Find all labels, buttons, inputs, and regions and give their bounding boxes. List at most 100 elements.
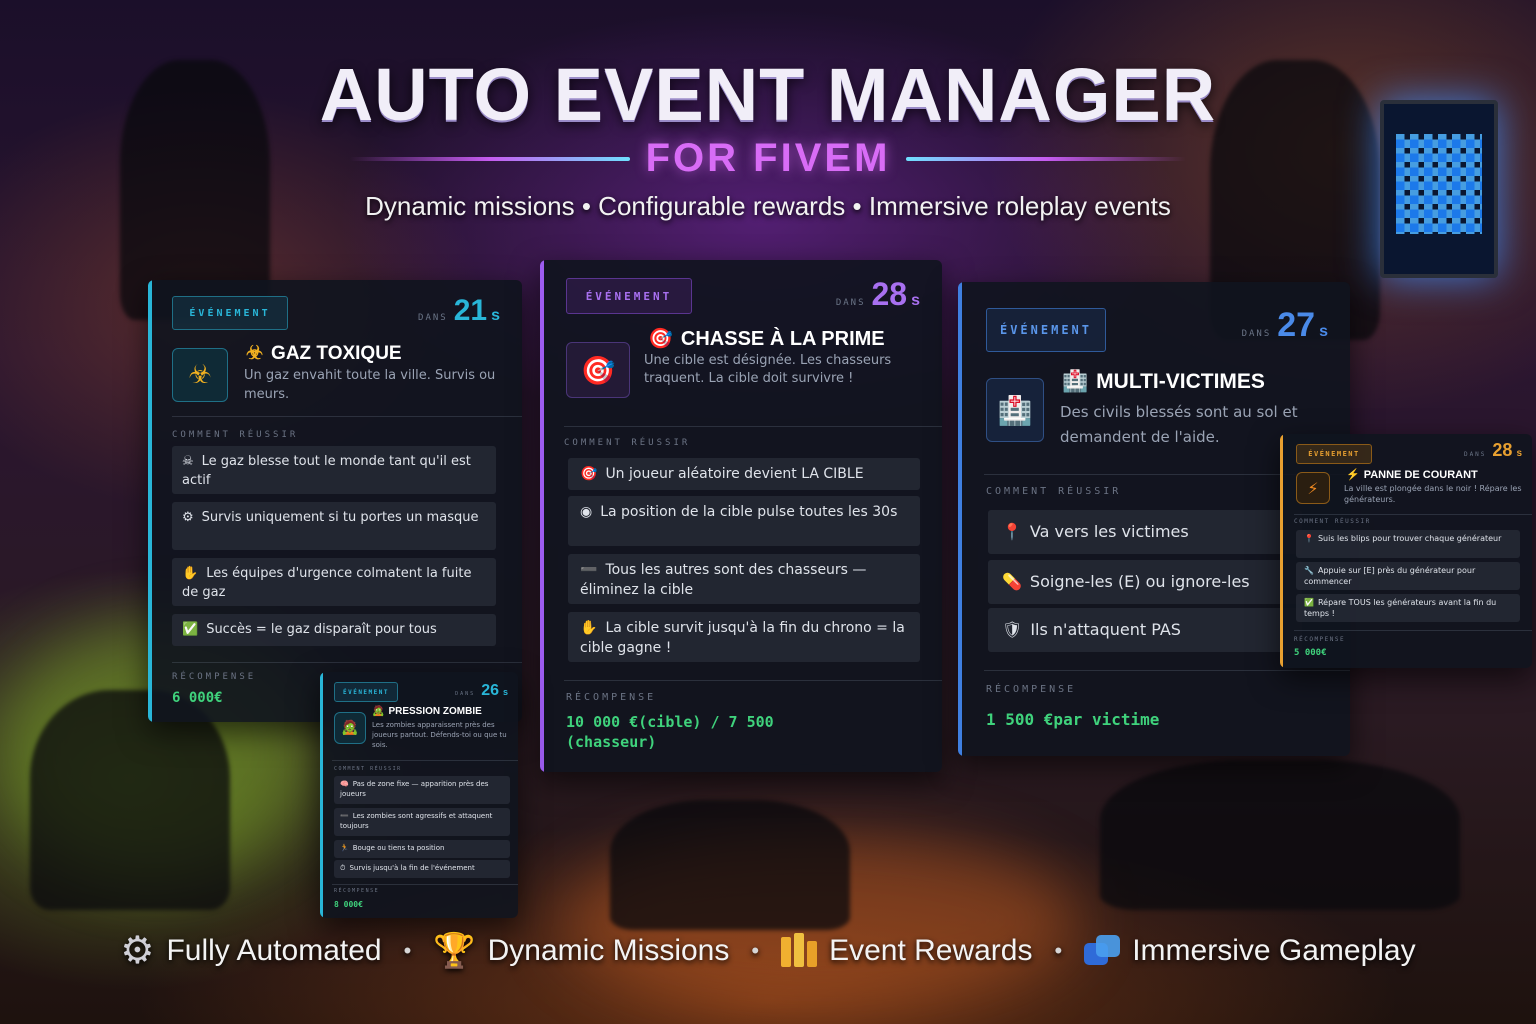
- timer-label: DANS: [1241, 329, 1272, 339]
- divider: [332, 884, 518, 885]
- tagline: Dynamic missions • Configurable rewards …: [365, 191, 1171, 221]
- timer-unit: s: [1319, 323, 1328, 340]
- reward-value: 5 000€: [1294, 648, 1327, 658]
- rewards-icon: [781, 932, 818, 969]
- card-accent: [958, 282, 962, 756]
- background-soldier-bottom-left: [30, 690, 230, 910]
- instruction-step: ✅Répare TOUS les générateurs avant la fi…: [1296, 594, 1520, 622]
- divider: [172, 662, 522, 663]
- main-title: AUTO EVENT MANAGER: [319, 53, 1217, 136]
- event-description: La ville est plongée dans le noir ! Répa…: [1344, 484, 1522, 504]
- timer-unit: s: [1516, 448, 1522, 459]
- divider: [564, 426, 942, 427]
- step-icon: ✋: [182, 566, 199, 581]
- timer-label: DANS: [1463, 451, 1487, 458]
- event-title: ⚡PANNE DE COURANT: [1346, 468, 1478, 481]
- step-icon: ✅: [1304, 598, 1314, 607]
- subtitle-line-right: [906, 156, 1187, 161]
- title-emoji: 🧟: [372, 706, 385, 717]
- timer-value: 27: [1277, 306, 1316, 344]
- instruction-step: ✋La cible survit jusqu'à la fin du chron…: [568, 612, 920, 662]
- timer-unit: s: [491, 307, 500, 324]
- step-icon: 📍: [1002, 522, 1022, 541]
- feature-separator: •: [1054, 937, 1063, 963]
- reward-value: 1 500 €par victime: [986, 710, 1160, 729]
- title-text: PANNE DE COURANT: [1363, 469, 1478, 481]
- event-title: 🏥 MULTI-VICTIMES: [1062, 370, 1265, 394]
- instruction-step: ✋Les équipes d'urgence colmatent la fuit…: [172, 558, 496, 606]
- feature-label: Fully Automated: [166, 933, 382, 967]
- step-icon: 🎯: [580, 466, 598, 482]
- feature-dynamic-missions: 🏆 Dynamic Missions: [433, 931, 729, 971]
- background-squad: [610, 800, 850, 930]
- event-badge: ÉVÉNEMENT: [334, 682, 398, 702]
- title-emoji: 🏥: [1062, 370, 1089, 393]
- divider: [984, 670, 1350, 671]
- medical-icon: 🏥: [986, 378, 1044, 442]
- event-description: Un gaz envahit toute la ville. Survis ou…: [244, 368, 496, 402]
- lightning-icon: ⚡: [1296, 472, 1330, 504]
- feature-label: Immersive Gameplay: [1132, 933, 1416, 967]
- timer-label: DANS: [835, 298, 866, 308]
- feature-label: Event Rewards: [829, 933, 1033, 967]
- reward-value: 8 000€: [334, 900, 363, 909]
- step-icon: ✋: [580, 620, 598, 636]
- step-icon: ➖: [340, 812, 349, 820]
- event-title: 🧟PRESSION ZOMBIE: [372, 706, 482, 717]
- timer-value: 28: [1492, 440, 1513, 460]
- event-title: ☣ GAZ TOXIQUE: [246, 342, 402, 365]
- step-icon: ☠: [182, 454, 194, 469]
- divider: [564, 680, 942, 681]
- instruction-step: 🧠Pas de zone fixe — apparition près des …: [334, 776, 510, 804]
- how-to-label: COMMENT RÉUSSIR: [986, 486, 1122, 497]
- event-description: Une cible est désignée. Les chasseurs tr…: [644, 353, 892, 386]
- title-emoji: ⚡: [1346, 469, 1360, 481]
- instruction-step: ➖Tous les autres sont des chasseurs — él…: [568, 554, 920, 604]
- instruction-step: ⏱Survis jusqu'à la fin de l'événement: [334, 860, 510, 878]
- biohazard-icon: ☣: [172, 348, 228, 402]
- timer-value: 28: [871, 276, 908, 312]
- instruction-step: ➖Les zombies sont agressifs et attaquent…: [334, 808, 510, 836]
- reward-label: RÉCOMPENSE: [172, 672, 257, 682]
- instruction-step: ☠Le gaz blesse tout le monde tant qu'il …: [172, 446, 496, 494]
- timer-label: DANS: [455, 691, 476, 697]
- subtitle-row: FOR FIVEM: [0, 136, 1536, 181]
- reward-label: RÉCOMPENSE: [986, 684, 1077, 695]
- event-badge: ÉVÉNEMENT: [1296, 444, 1372, 464]
- instruction-step: 💊Soigne-les (E) ou ignore-les: [988, 560, 1302, 604]
- title-emoji: 🎯: [648, 328, 673, 350]
- divider: [172, 416, 522, 417]
- target-icon: 🎯: [566, 342, 630, 398]
- title-emoji: ☣: [246, 343, 264, 364]
- background-control-panel: [1380, 100, 1498, 278]
- step-icon: ➖: [580, 562, 598, 578]
- step-icon: 🏃: [340, 844, 349, 852]
- divider: [332, 760, 518, 761]
- divider: [1294, 630, 1532, 631]
- event-title: 🎯CHASSE À LA PRIME: [648, 326, 885, 351]
- feature-fully-automated: ⚙ Fully Automated: [120, 928, 381, 973]
- background-zombie-left: [120, 60, 270, 320]
- step-icon: ✅: [182, 622, 199, 637]
- timer-unit: s: [911, 292, 920, 309]
- step-icon: 🔧: [1304, 566, 1314, 575]
- subtitle: FOR FIVEM: [645, 136, 891, 180]
- subtitle-line-left: [349, 156, 630, 161]
- trophy-icon: 🏆: [433, 931, 476, 970]
- zombie-icon: 🧟: [334, 712, 366, 744]
- reward-label: RÉCOMPENSE: [334, 888, 380, 894]
- title-text: GAZ TOXIQUE: [271, 343, 402, 364]
- timer-value: 26: [481, 682, 499, 699]
- card-accent: [320, 672, 323, 918]
- card-accent: [540, 260, 544, 772]
- instruction-step: 📍Suis les blips pour trouver chaque géné…: [1296, 530, 1520, 558]
- how-to-label: COMMENT RÉUSSIR: [172, 430, 299, 440]
- instruction-step: ⚙Survis uniquement si tu portes un masqu…: [172, 502, 496, 550]
- title-text: MULTI-VICTIMES: [1096, 370, 1265, 393]
